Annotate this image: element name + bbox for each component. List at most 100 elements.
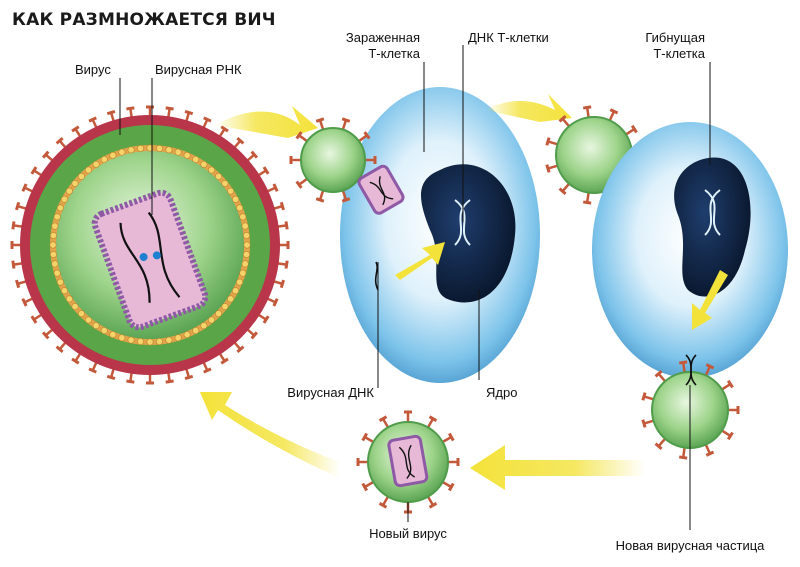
- spike-head: [630, 124, 638, 134]
- spike-head: [21, 298, 28, 307]
- spike-head: [284, 260, 289, 269]
- t-cell-dna-strand: [454, 199, 471, 246]
- label-new-virus: Новый вирус: [369, 526, 447, 541]
- label-infected-t-cell: Зараженная Т-клетка: [345, 30, 420, 61]
- matrix-bead: [127, 336, 135, 344]
- spike: [657, 437, 667, 448]
- matrix-bead: [165, 336, 173, 344]
- arrow-entry: [215, 106, 318, 138]
- matrix-bead: [65, 295, 73, 303]
- spike: [341, 190, 348, 201]
- spike-head: [315, 117, 325, 123]
- spike-head: [55, 345, 64, 354]
- spike-head: [678, 455, 688, 460]
- spike-head: [71, 357, 80, 365]
- matrix-bead: [192, 155, 200, 163]
- matrix-bead: [84, 166, 92, 174]
- spike: [585, 192, 590, 203]
- spike-head: [295, 180, 303, 189]
- infected-t-cell: [340, 87, 540, 383]
- matrix-bead: [243, 251, 251, 259]
- large-virus: [10, 105, 290, 385]
- matrix-bead: [208, 316, 216, 324]
- spike: [318, 119, 325, 130]
- spike-head: [545, 164, 551, 173]
- spike-head: [220, 125, 229, 133]
- matrix-bead: [236, 278, 244, 286]
- spike-head: [165, 379, 174, 384]
- matrix-bead: [183, 151, 191, 159]
- spike: [643, 419, 654, 425]
- matrix-bead: [60, 195, 68, 203]
- matrix-bead: [53, 269, 61, 277]
- matrix-bead: [92, 160, 100, 168]
- spike-head: [378, 502, 388, 509]
- arrow-release: [470, 445, 645, 490]
- matrix-bead: [49, 251, 57, 259]
- spike-head: [705, 363, 715, 370]
- matrix-bead: [243, 231, 251, 239]
- spike-head: [428, 502, 438, 509]
- matrix-bead: [221, 303, 229, 311]
- spike: [341, 119, 348, 130]
- matrix-bead: [221, 179, 229, 187]
- matrix-bead: [200, 160, 208, 168]
- spike-head: [558, 114, 567, 123]
- matrix-bead: [227, 187, 235, 195]
- spike-head: [284, 221, 289, 230]
- spike: [643, 395, 654, 401]
- spike-head: [15, 279, 21, 289]
- matrix-bead: [60, 287, 68, 295]
- spike: [358, 134, 368, 143]
- matrix-bead: [215, 310, 223, 318]
- spike-head: [203, 367, 212, 374]
- matrix-beads: [49, 144, 251, 346]
- matrix-bead: [183, 331, 191, 339]
- label-viral-dna: Вирусная ДНК: [287, 385, 374, 400]
- spike-head: [250, 150, 259, 159]
- matrix-bead: [236, 204, 244, 212]
- spike-head: [55, 136, 64, 145]
- matrix-bead: [174, 148, 182, 156]
- matrix-bead: [49, 241, 57, 249]
- matrix-bead: [227, 295, 235, 303]
- spike: [381, 418, 390, 428]
- matrix-bead: [232, 195, 240, 203]
- matrix-bead: [241, 260, 249, 268]
- matrix-bead: [241, 222, 249, 230]
- spike-head: [30, 315, 38, 324]
- spike-head: [641, 392, 647, 401]
- spike: [704, 365, 712, 376]
- matrix-bead: [84, 316, 92, 324]
- new-virus: [356, 410, 460, 514]
- spike-head: [30, 166, 38, 175]
- matrix-bead: [208, 166, 216, 174]
- spike-head: [184, 374, 194, 380]
- spike-head: [295, 131, 303, 140]
- spike-head: [279, 201, 285, 211]
- diagram-title: КАК РАЗМНОЖАЕТСЯ ВИЧ: [12, 10, 276, 30]
- attaching-virus: [289, 117, 377, 203]
- spike-head: [654, 442, 663, 451]
- spike-head: [641, 419, 647, 428]
- matrix-bead: [146, 338, 154, 346]
- spike: [442, 435, 452, 444]
- matrix-bead: [215, 172, 223, 180]
- spike-head: [165, 106, 174, 111]
- spike-head: [11, 260, 16, 269]
- spike-head: [363, 131, 371, 140]
- spike: [657, 372, 667, 383]
- spike-head: [88, 367, 97, 374]
- spike-head: [126, 106, 135, 111]
- spike-head: [341, 117, 351, 123]
- matrix-bead: [239, 213, 247, 221]
- spike-head: [378, 415, 388, 422]
- spike-head: [106, 110, 116, 116]
- matrix-bead: [51, 222, 59, 230]
- spike-head: [341, 197, 351, 203]
- spike-head: [88, 116, 97, 123]
- spike: [298, 177, 308, 186]
- spike: [547, 164, 558, 170]
- spike-head: [106, 374, 116, 380]
